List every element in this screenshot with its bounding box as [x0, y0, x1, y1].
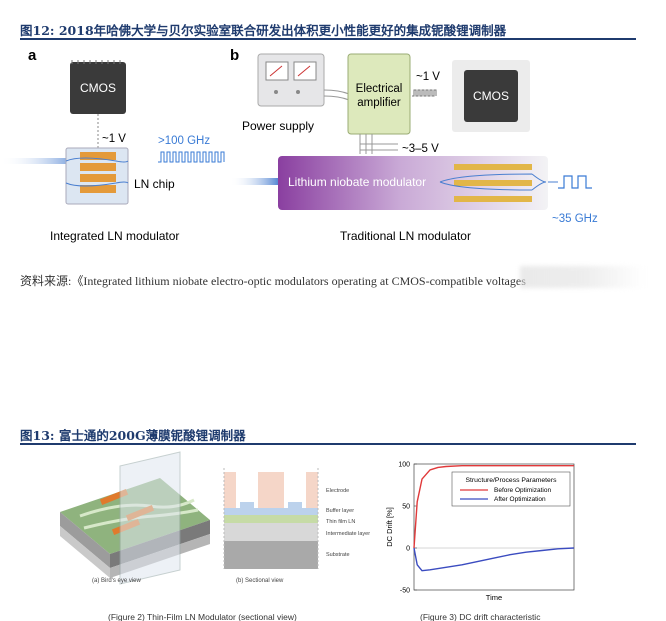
- chart-legend: Structure/Process Parameters Before Opti…: [451, 471, 571, 507]
- chart-ylabel: DC Drift [%]: [385, 507, 394, 547]
- sectional-view: [223, 468, 319, 569]
- cmos-chip-b: CMOS: [452, 60, 530, 132]
- signal-pulses-b-in: [412, 89, 437, 97]
- amplifier-line2: amplifier: [357, 97, 401, 109]
- signal-pulses-b-out: [558, 175, 592, 189]
- layer-label-buffer: Buffer layer: [326, 508, 354, 514]
- figure-12-illustration: a CMOS ~1 V >100 GHz LN chip Integrated …: [0, 47, 598, 243]
- light-in-a: [0, 158, 85, 164]
- power-supply-label: Power supply: [242, 119, 314, 133]
- legend-label-after: After Optimization: [494, 496, 546, 503]
- panel-a-letter: a: [28, 47, 37, 64]
- amp-to-modulator-cable: [359, 134, 398, 154]
- cmos-chip-a: CMOS: [70, 60, 126, 114]
- series-line-after: [413, 547, 575, 572]
- figure-2-caption: (Figure 2) Thin-Film LN Modulator (secti…: [108, 612, 297, 621]
- signal-pulses-a: [158, 151, 225, 163]
- voltage-a: ~1 V: [102, 133, 126, 145]
- chart-ytick-label: 100: [398, 462, 410, 469]
- source-note: 资料来源:《Integrated lithium niobate electro…: [20, 274, 526, 288]
- layer-label-thin-film: Thin film LN: [326, 519, 355, 525]
- ln-chip-label: LN chip: [134, 177, 175, 191]
- figure-13-illustration: (a) Bird's eye view Electrode Buffer lay…: [60, 451, 370, 621]
- amplifier-line1: Electrical: [356, 83, 403, 95]
- redaction-blur: [520, 266, 645, 288]
- panel-b-letter: b: [230, 47, 239, 64]
- panel-a-caption: Integrated LN modulator: [50, 229, 179, 243]
- figure-13-title: 图13: 富士通的200G薄膜铌酸锂调制器: [20, 428, 246, 443]
- chart-ytick-label: -50: [400, 588, 410, 595]
- layer-label-substrate: Substrate: [326, 552, 350, 558]
- chart-ytick-label: 50: [402, 504, 410, 511]
- layer-label-intermediate: Intermediate layer: [326, 531, 370, 537]
- figure-12-rule: [20, 38, 636, 40]
- chart-plot-frame: [413, 463, 575, 591]
- birds-eye-view: [60, 451, 210, 585]
- series-line-before: [413, 465, 574, 549]
- voltage-out-b: ~3–5 V: [402, 143, 439, 155]
- layer-label-electrode: Electrode: [326, 488, 349, 494]
- panel-b-caption: Traditional LN modulator: [340, 229, 471, 243]
- voltage-in-b: ~1 V: [416, 71, 440, 83]
- figure-12-title: 图12: 2018年哈佛大学与贝尔实验室联合研发出体积更小性能更好的集成铌酸锂调…: [20, 23, 507, 38]
- lithium-niobate-modulator: [278, 156, 548, 210]
- chart-xlabel: Time: [486, 593, 502, 602]
- modulator-label: Lithium niobate modulator: [288, 175, 426, 189]
- figure-3-caption: (Figure 3) DC drift characteristic: [420, 612, 541, 621]
- sectional-caption: (b) Sectional view: [236, 578, 284, 584]
- freq-b: ~35 GHz: [552, 213, 598, 225]
- chart-ytick-label: 0: [406, 546, 410, 553]
- power-cable: [323, 89, 350, 101]
- cmos-label-b: CMOS: [473, 89, 509, 103]
- legend-label-before: Before Optimization: [494, 487, 551, 494]
- legend-title: Structure/Process Parameters: [465, 477, 557, 484]
- figure-13-rule: [20, 443, 636, 445]
- power-supply: [257, 53, 325, 107]
- freq-a: >100 GHz: [158, 135, 210, 147]
- dc-drift-chart: 100 50 0 -50 DC Drift [%] Time Structure/Pr…: [385, 462, 575, 621]
- birds-eye-caption: (a) Bird's eye view: [92, 578, 141, 584]
- electrical-amplifier: Electrical amplifier: [347, 53, 411, 135]
- ln-chip-a: [65, 147, 129, 205]
- cmos-label-a: CMOS: [80, 81, 116, 95]
- light-in-b: [230, 178, 280, 185]
